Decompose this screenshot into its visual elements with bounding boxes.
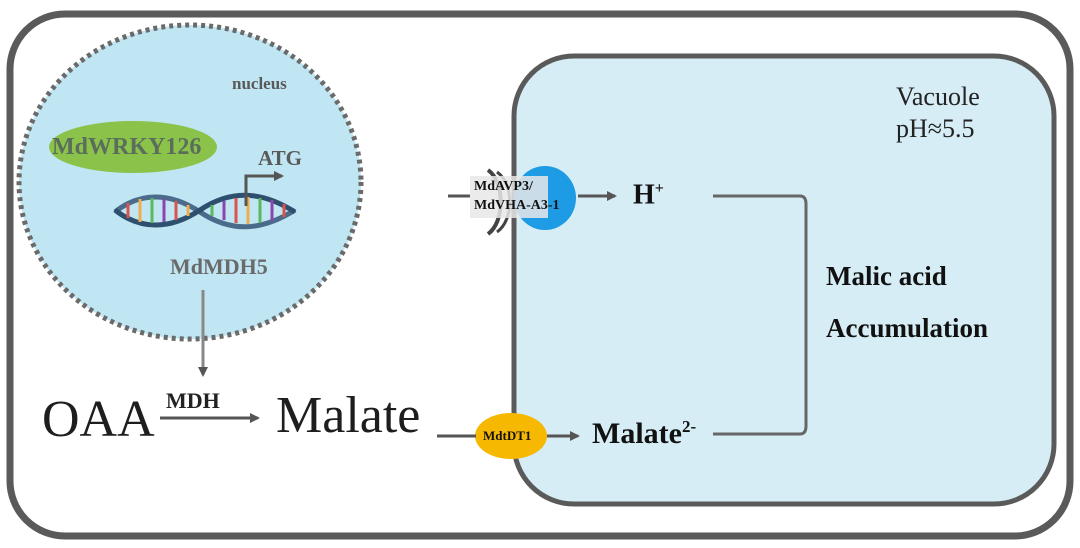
malate-ion-name: Malate bbox=[592, 417, 682, 450]
vacuole-label: Vacuole bbox=[896, 82, 980, 111]
proton-pump-label-line1: MdAVP3/ bbox=[474, 179, 533, 194]
dna-helix-icon bbox=[113, 192, 297, 230]
malate-label: Malate bbox=[276, 387, 421, 444]
start-codon-label: ATG bbox=[258, 146, 302, 170]
transcription-factor-label: MdWRKY126 bbox=[52, 134, 202, 160]
vacuole-ph-label: pH≈5.5 bbox=[896, 114, 975, 143]
result-label-line2: Accumulation bbox=[826, 313, 988, 343]
proton-label: H+ bbox=[633, 181, 664, 209]
nucleus-membrane bbox=[16, 22, 364, 342]
malate-ion-charge: 2- bbox=[681, 417, 697, 436]
proton-symbol: H bbox=[633, 179, 655, 211]
transcription-factor-ellipse bbox=[49, 121, 217, 173]
malate-transporter-label: MdtDT1 bbox=[483, 428, 532, 443]
malate-transporter bbox=[475, 413, 547, 459]
nucleus-label: nucleus bbox=[232, 74, 287, 93]
proton-charge: + bbox=[654, 180, 664, 197]
malate-ion-label: Malate2- bbox=[592, 418, 696, 449]
convergence-bracket bbox=[713, 194, 808, 436]
proton-pump-label-line2: MdVHA-A3-1 bbox=[474, 198, 560, 213]
transcription-start-arrow bbox=[244, 171, 284, 206]
oaa-label: OAA bbox=[42, 391, 155, 448]
proton-pump bbox=[470, 166, 576, 236]
gene-label: MdMDH5 bbox=[170, 254, 268, 279]
vacuole-membrane bbox=[511, 53, 1057, 507]
result-label-line1: Malic acid bbox=[826, 261, 947, 291]
mdh-enzyme-label: MDH bbox=[166, 388, 220, 413]
